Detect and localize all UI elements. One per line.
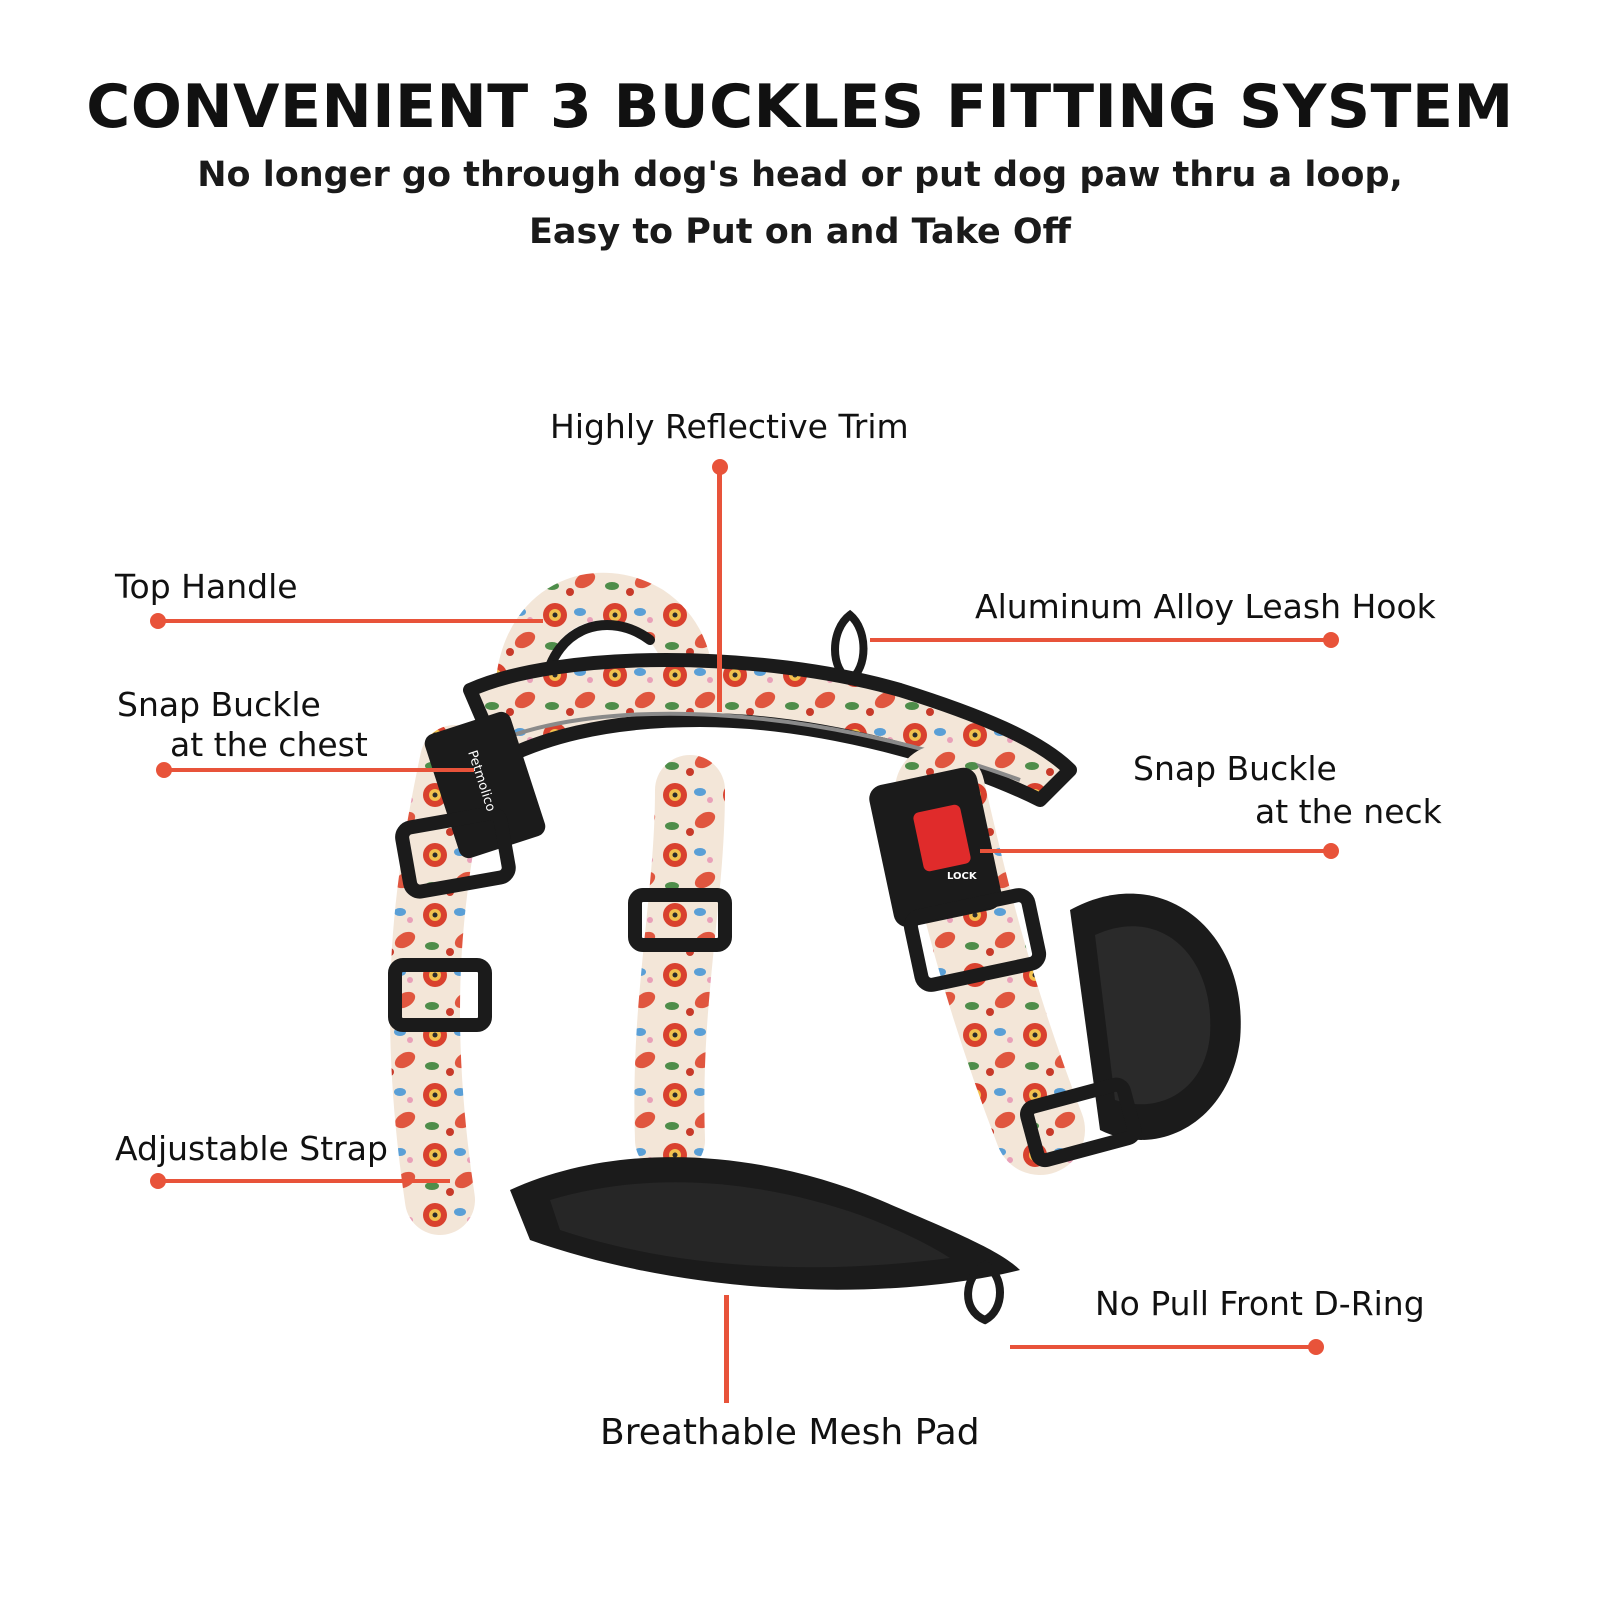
callout-line-reflective-trim [717, 467, 722, 712]
label-mesh-pad: Breathable Mesh Pad [600, 1412, 980, 1453]
callout-line-chest-buckle [164, 768, 474, 772]
callout-line-front-d-ring [1010, 1345, 1315, 1349]
label-adjustable-strap: Adjustable Strap [115, 1129, 388, 1168]
subheadline-line-1: No longer go through dog's head or put d… [197, 155, 1403, 195]
callout-line-mesh-pad [724, 1295, 729, 1403]
headline: CONVENIENT 3 BUCKLES FITTING SYSTEM [86, 72, 1514, 142]
front-d-ring [964, 1260, 1004, 1325]
chest-buckle [395, 711, 546, 899]
back-panel [463, 653, 1077, 807]
callout-dot-neck-buckle [1323, 843, 1339, 859]
callout-dot-front-d-ring [1308, 1339, 1324, 1355]
right-slider [1020, 1077, 1142, 1168]
label-neck-buckle-line-2: at the neck [1255, 792, 1442, 831]
label-top-handle: Top Handle [115, 567, 298, 606]
lock-mark: LOCK [947, 871, 978, 882]
callout-line-adjustable-strap [158, 1179, 450, 1183]
callout-dot-leash-hook [1323, 632, 1339, 648]
neck-buckle [869, 767, 1047, 992]
callout-line-leash-hook [870, 638, 1330, 642]
middle-slider [628, 888, 732, 952]
label-neck-buckle-line-1: Snap Buckle [1133, 749, 1337, 788]
callout-line-top-handle [158, 619, 543, 623]
subheadline-line-2: Easy to Put on and Take Off [528, 212, 1072, 252]
label-front-d-ring: No Pull Front D-Ring [1095, 1284, 1425, 1323]
label-leash-hook: Aluminum Alloy Leash Hook [975, 587, 1436, 626]
left-slider [388, 958, 492, 1032]
label-chest-buckle-line-2: at the chest [170, 725, 368, 764]
left-strap [389, 725, 490, 1235]
middle-strap [634, 755, 725, 1175]
label-chest-buckle-line-1: Snap Buckle [117, 685, 321, 724]
callout-line-neck-buckle [980, 849, 1330, 853]
label-reflective-trim: Highly Reflective Trim [550, 407, 909, 446]
